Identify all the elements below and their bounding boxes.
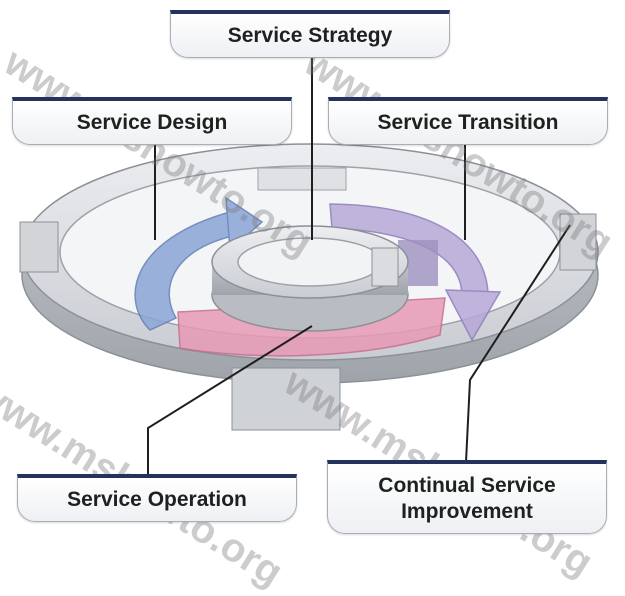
ring-tab-back bbox=[257, 167, 347, 191]
ring-tab-front bbox=[231, 367, 341, 431]
service-design-text: Service Design bbox=[76, 110, 228, 134]
service-operation-text: Service Operation bbox=[67, 487, 247, 511]
service-strategy-text: Service Strategy bbox=[227, 23, 393, 47]
ring-tab-left bbox=[19, 221, 59, 273]
continual-service-improvement-line2: Improvement bbox=[401, 499, 533, 523]
service-design-label: Service Design bbox=[12, 97, 292, 145]
improvement-connector bbox=[465, 224, 571, 463]
continual-service-improvement-label: Continual Service Improvement bbox=[327, 460, 607, 534]
service-transition-text: Service Transition bbox=[377, 110, 559, 134]
service-strategy-label: Service Strategy bbox=[170, 10, 450, 58]
service-design-arc bbox=[134, 196, 264, 331]
itil-lifecycle-diagram bbox=[19, 56, 599, 476]
continual-service-improvement-line1: Continual Service bbox=[378, 473, 556, 497]
service-transition-label: Service Transition bbox=[328, 97, 608, 145]
connector-lines bbox=[147, 56, 571, 476]
hub-tab bbox=[371, 247, 399, 287]
operation-connector bbox=[147, 325, 313, 476]
inner-hub bbox=[211, 225, 409, 332]
service-operation-label: Service Operation bbox=[17, 474, 297, 522]
